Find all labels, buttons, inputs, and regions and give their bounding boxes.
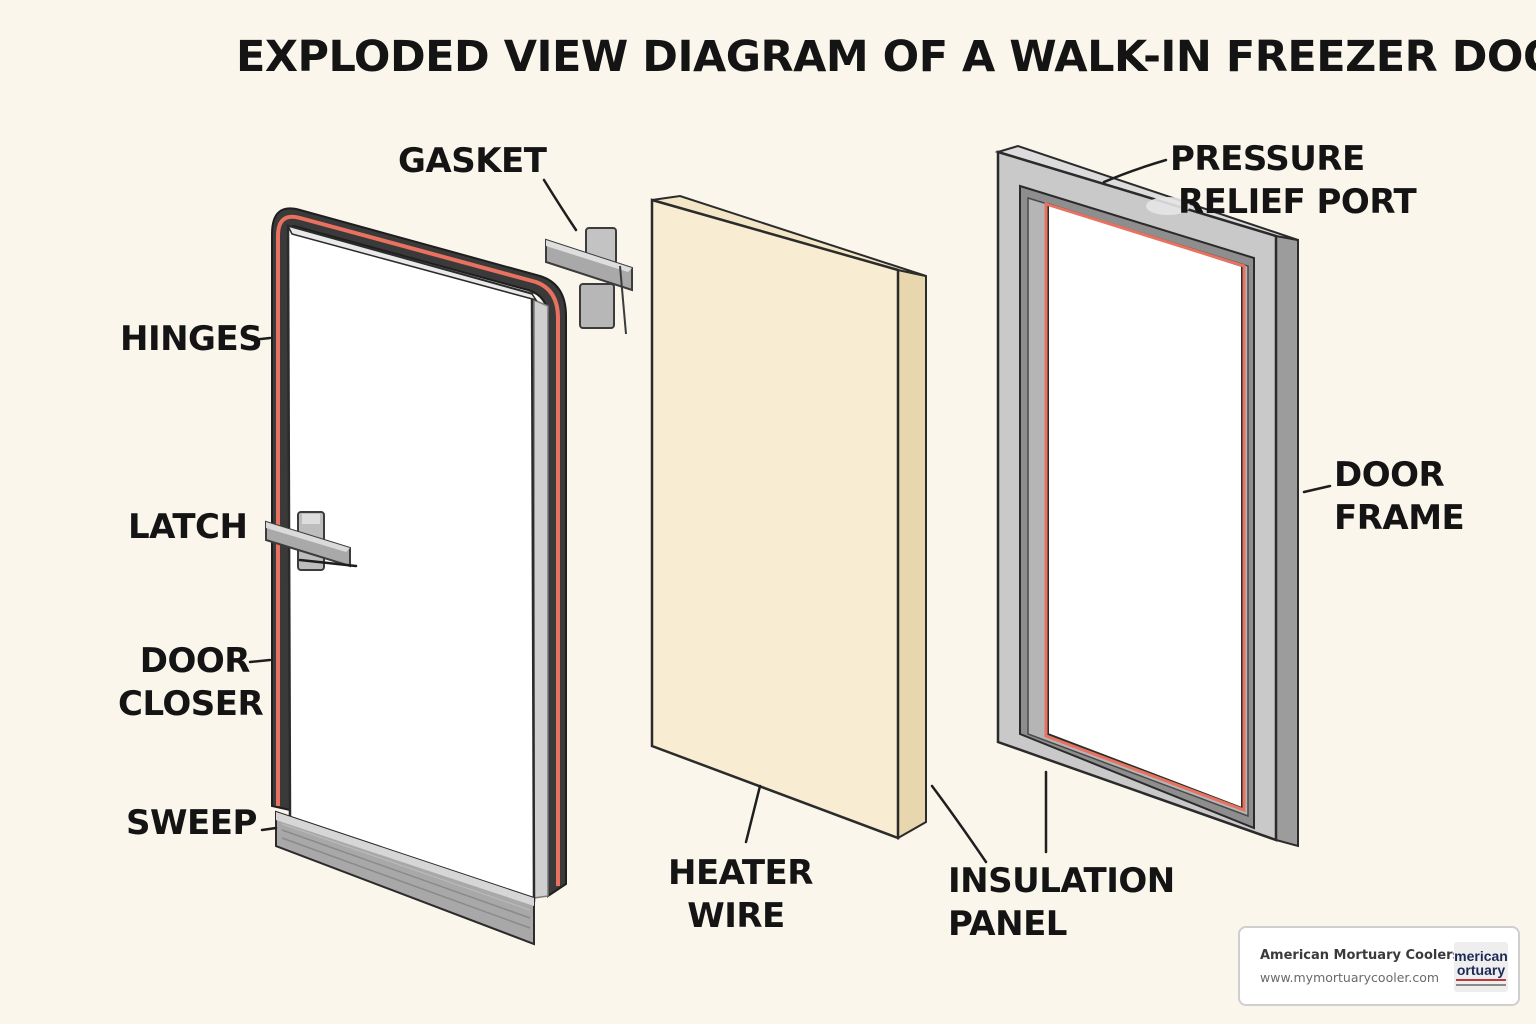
leader-lines xyxy=(248,158,1332,864)
watermark-card: American Mortuary Coolers www.mymortuary… xyxy=(1238,926,1520,1006)
door-panel xyxy=(271,207,567,902)
door-side-edge xyxy=(533,298,549,899)
label-insulation-panel: INSULATION PANEL xyxy=(948,861,1175,944)
insulation-panel xyxy=(650,194,927,840)
leader-door-closer xyxy=(248,658,272,664)
label-sweep: SWEEP xyxy=(126,803,257,843)
watermark-url: www.mymortuarycooler.com xyxy=(1260,970,1440,985)
diagram-title: EXPLODED VIEW DIAGRAM OF A WALK-IN FREEZ… xyxy=(236,32,1536,82)
leader-gasket xyxy=(542,178,578,232)
door-frame xyxy=(994,144,1299,848)
door-frame-opening xyxy=(1047,202,1243,810)
leader-pressure-relief xyxy=(1102,158,1168,184)
door-top-edge xyxy=(286,224,538,302)
label-pressure-relief-port: PRESSURE RELIEF PORT xyxy=(1170,139,1417,222)
insulation-side xyxy=(897,268,927,840)
label-gasket: GASKET xyxy=(398,141,547,181)
label-door-closer: DOOR CLOSER xyxy=(118,641,264,724)
watermark-company-name: American Mortuary Coolers xyxy=(1260,948,1461,963)
label-heater-wire: HEATER WIRE xyxy=(668,853,813,936)
hinge-hardware xyxy=(545,227,633,335)
leader-latch xyxy=(298,558,358,568)
leader-sweep xyxy=(260,826,278,832)
label-hinges: HINGES xyxy=(120,319,263,359)
door-red-strip xyxy=(276,214,560,886)
frame-heater-line xyxy=(1044,201,1246,813)
label-latch: LATCH xyxy=(128,507,248,547)
leader-door-frame xyxy=(1302,484,1332,494)
door-sweep xyxy=(275,810,535,946)
leader-heater-wire xyxy=(744,784,762,844)
leader-hinges xyxy=(250,336,272,342)
label-door-frame: DOOR FRAME xyxy=(1334,455,1465,538)
company-logo-icon: merican ortuary xyxy=(1454,942,1508,992)
leader-insulation-panel xyxy=(930,784,988,864)
insulation-face xyxy=(650,198,900,840)
